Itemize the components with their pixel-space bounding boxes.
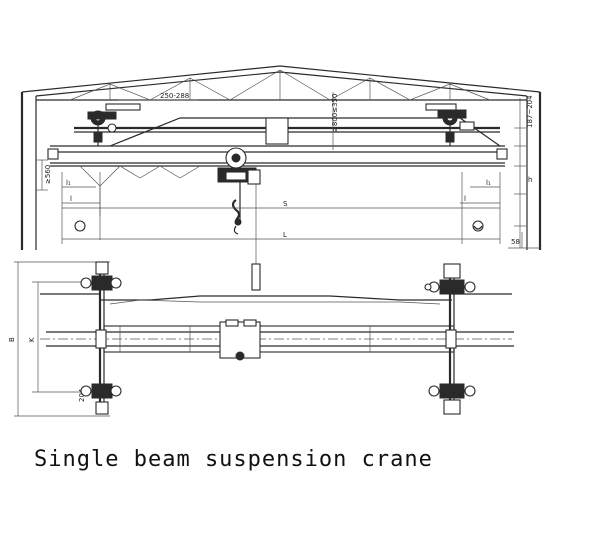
dim-204-label: 204	[78, 388, 86, 402]
dim-top-label: 250-288	[160, 92, 189, 100]
dim-left-height-label: ≥560	[44, 165, 52, 184]
dim-l-right-label: l	[464, 195, 466, 203]
dim-h-label: h	[528, 176, 532, 184]
left-end-truck	[80, 261, 122, 415]
hoist-trolley	[217, 147, 261, 291]
plan-view: B K 204	[8, 261, 514, 417]
dim-right-label: 187~204	[526, 95, 534, 128]
dim-B-label: B	[8, 337, 16, 342]
dim-vertical-label: ≥800≤350	[331, 94, 339, 132]
crane-drawing: 250-288 ≥800≤350 187~204 ≥560 l₁ l₁ l l …	[8, 65, 542, 417]
dim-l1-left-label: l₁	[66, 179, 71, 187]
right-end-truck	[424, 263, 476, 415]
dim-L-label: L	[283, 231, 287, 239]
caption: Single beam suspension crane	[34, 447, 433, 472]
elevation-view: 250-288 ≥800≤350 187~204 ≥560 l₁ l₁ l l …	[20, 65, 542, 291]
dim-l1-right-label: l₁	[486, 179, 491, 187]
left-end-carriage	[87, 103, 141, 146]
right-end-carriage	[425, 103, 475, 146]
dim-K-label: K	[28, 337, 36, 342]
dim-58-label: 58	[511, 238, 520, 246]
dim-s-label: S	[283, 200, 288, 208]
dim-l-left-label: l	[70, 195, 72, 203]
